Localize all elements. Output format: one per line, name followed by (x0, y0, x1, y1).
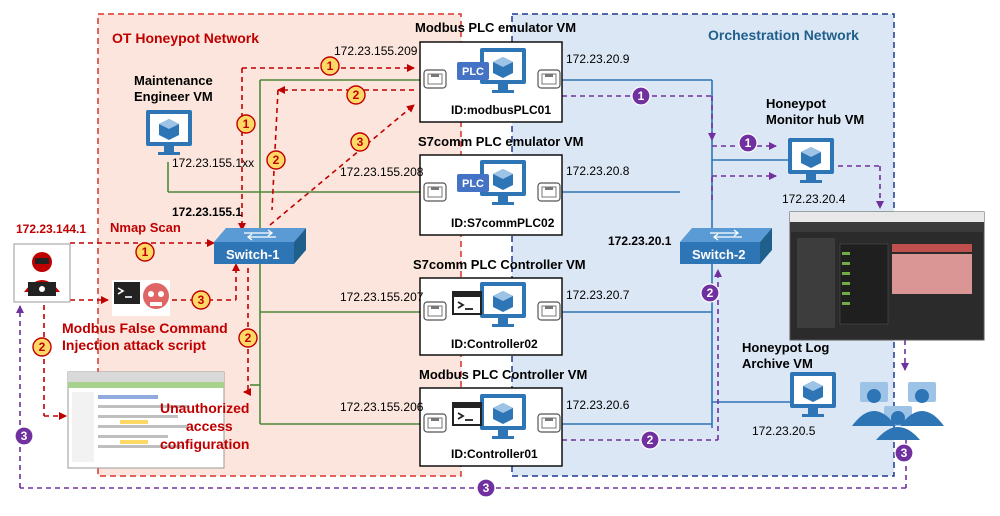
plc-badge-bg-2 (457, 174, 489, 192)
developers-icon (852, 382, 944, 440)
unauthorized-label-1: Unauthorized (160, 400, 250, 416)
s7-emulator-id: ID:S7commPLC02 (451, 216, 555, 230)
monitor-hub-title-2: Monitor hub VM (766, 112, 865, 127)
step-text: 3 (901, 446, 908, 460)
step-marker: 1 (631, 86, 651, 106)
orchestration-links (562, 79, 790, 428)
terminal-icon-2 (452, 402, 482, 426)
step-text: 3 (198, 293, 205, 307)
attack-script-icon (112, 280, 170, 316)
step-marker: 1 (236, 114, 256, 134)
modbus-controller-orch-ip: 172.23.20.6 (566, 398, 630, 412)
step-text: 3 (483, 481, 490, 495)
switch2-ip: 172.23.20.1 (608, 234, 672, 248)
step-text: 2 (245, 331, 252, 345)
terminal-icon-1 (452, 291, 482, 315)
modbus-controller-box (419, 387, 563, 467)
attack-script-label-1: Modbus False Command (62, 320, 228, 336)
step-marker: 2 (238, 328, 258, 348)
switch2-label: Switch-2 (692, 247, 746, 262)
step-marker: 2 (266, 150, 286, 170)
log-archive-title-1: Honeypot Log (742, 340, 830, 355)
modbus-emulator-title: Modbus PLC emulator VM (415, 20, 577, 35)
nmap-label: Nmap Scan (110, 220, 181, 235)
plc-badge-1: PLC (462, 66, 484, 78)
modbus-emulator-id: ID:modbusPLC01 (451, 103, 552, 117)
s7-controller-title: S7comm PLC Controller VM (413, 257, 586, 272)
unauthorized-label-2: access (186, 418, 233, 434)
ot-step-markers: 1 2 3 1 2 1 3 2 2 (32, 56, 370, 357)
s7-controller-orch-ip: 172.23.20.7 (566, 288, 630, 302)
orchestration-paths (16, 95, 909, 489)
step-marker: 3 (191, 290, 211, 310)
step-marker: 1 (738, 133, 758, 153)
s7-emulator-orch-ip: 172.23.20.8 (566, 164, 630, 178)
s7-controller-id: ID:Controller02 (451, 337, 538, 351)
step-marker: 3 (14, 426, 34, 446)
step-text: 2 (647, 433, 654, 447)
monitor-hub-ip: 172.23.20.4 (782, 192, 846, 206)
modbus-emulator-ot-ip: 172.23.155.209 (334, 44, 418, 58)
step-marker: 2 (346, 85, 366, 105)
ot-links (167, 79, 420, 425)
config-screenshot (67, 371, 225, 469)
monitor-hub-title-1: Honeypot (766, 96, 826, 111)
s7-controller-ot-ip: 172.23.155.207 (340, 290, 424, 304)
step-marker: 1 (135, 242, 155, 262)
attacker-ip: 172.23.144.1 (16, 222, 87, 236)
s7-emulator-title: S7comm PLC emulator VM (418, 134, 584, 149)
maintenance-title-1: Maintenance (134, 73, 213, 88)
step-text: 1 (327, 59, 334, 73)
step-marker: 2 (700, 283, 720, 303)
orchestration-network-title: Orchestration Network (708, 27, 859, 43)
step-text: 2 (273, 153, 280, 167)
unauthorized-label-3: configuration (160, 436, 250, 452)
step-text: 3 (21, 429, 28, 443)
step-marker: 3 (894, 443, 914, 463)
maintenance-ip: 172.23.155.1xx (172, 156, 255, 170)
switch1-label: Switch-1 (226, 247, 280, 262)
orchestration-step-markers: 1 1 2 2 3 3 3 (14, 86, 914, 498)
ot-network-title: OT Honeypot Network (112, 30, 260, 46)
plc-badge-bg-1 (457, 62, 489, 80)
s7-controller-box (419, 277, 563, 356)
step-text: 2 (707, 286, 714, 300)
step-marker: 3 (476, 478, 496, 498)
step-text: 1 (243, 117, 250, 131)
step-text: 3 (357, 135, 364, 149)
s7-emulator-box (419, 154, 563, 236)
maintenance-title-2: Engineer VM (134, 89, 213, 104)
attack-script-label-2: Injection attack script (62, 337, 206, 353)
step-text: 1 (638, 89, 645, 103)
step-text: 2 (353, 88, 360, 102)
step-marker: 1 (320, 56, 340, 76)
switch1-ip: 172.23.155.1 (172, 205, 243, 219)
log-archive-title-2: Archive VM (742, 356, 813, 371)
step-marker: 2 (640, 430, 660, 450)
step-marker: 2 (32, 337, 52, 357)
step-marker: 3 (350, 132, 370, 152)
attacker-icon (13, 243, 71, 303)
s7-emulator-ot-ip: 172.23.155.208 (340, 165, 424, 179)
modbus-emulator-box (419, 41, 563, 123)
modbus-emulator-orch-ip: 172.23.20.9 (566, 52, 630, 66)
step-text: 1 (142, 245, 149, 259)
modbus-controller-ot-ip: 172.23.155.206 (340, 400, 424, 414)
plc-badge-2: PLC (462, 178, 484, 190)
step-text: 1 (745, 136, 752, 150)
step-text: 2 (39, 340, 46, 354)
modbus-controller-id: ID:Controller01 (451, 447, 538, 461)
dashboard-screenshot (789, 211, 985, 341)
modbus-controller-title: Modbus PLC Controller VM (419, 367, 588, 382)
log-archive-ip: 172.23.20.5 (752, 424, 816, 438)
